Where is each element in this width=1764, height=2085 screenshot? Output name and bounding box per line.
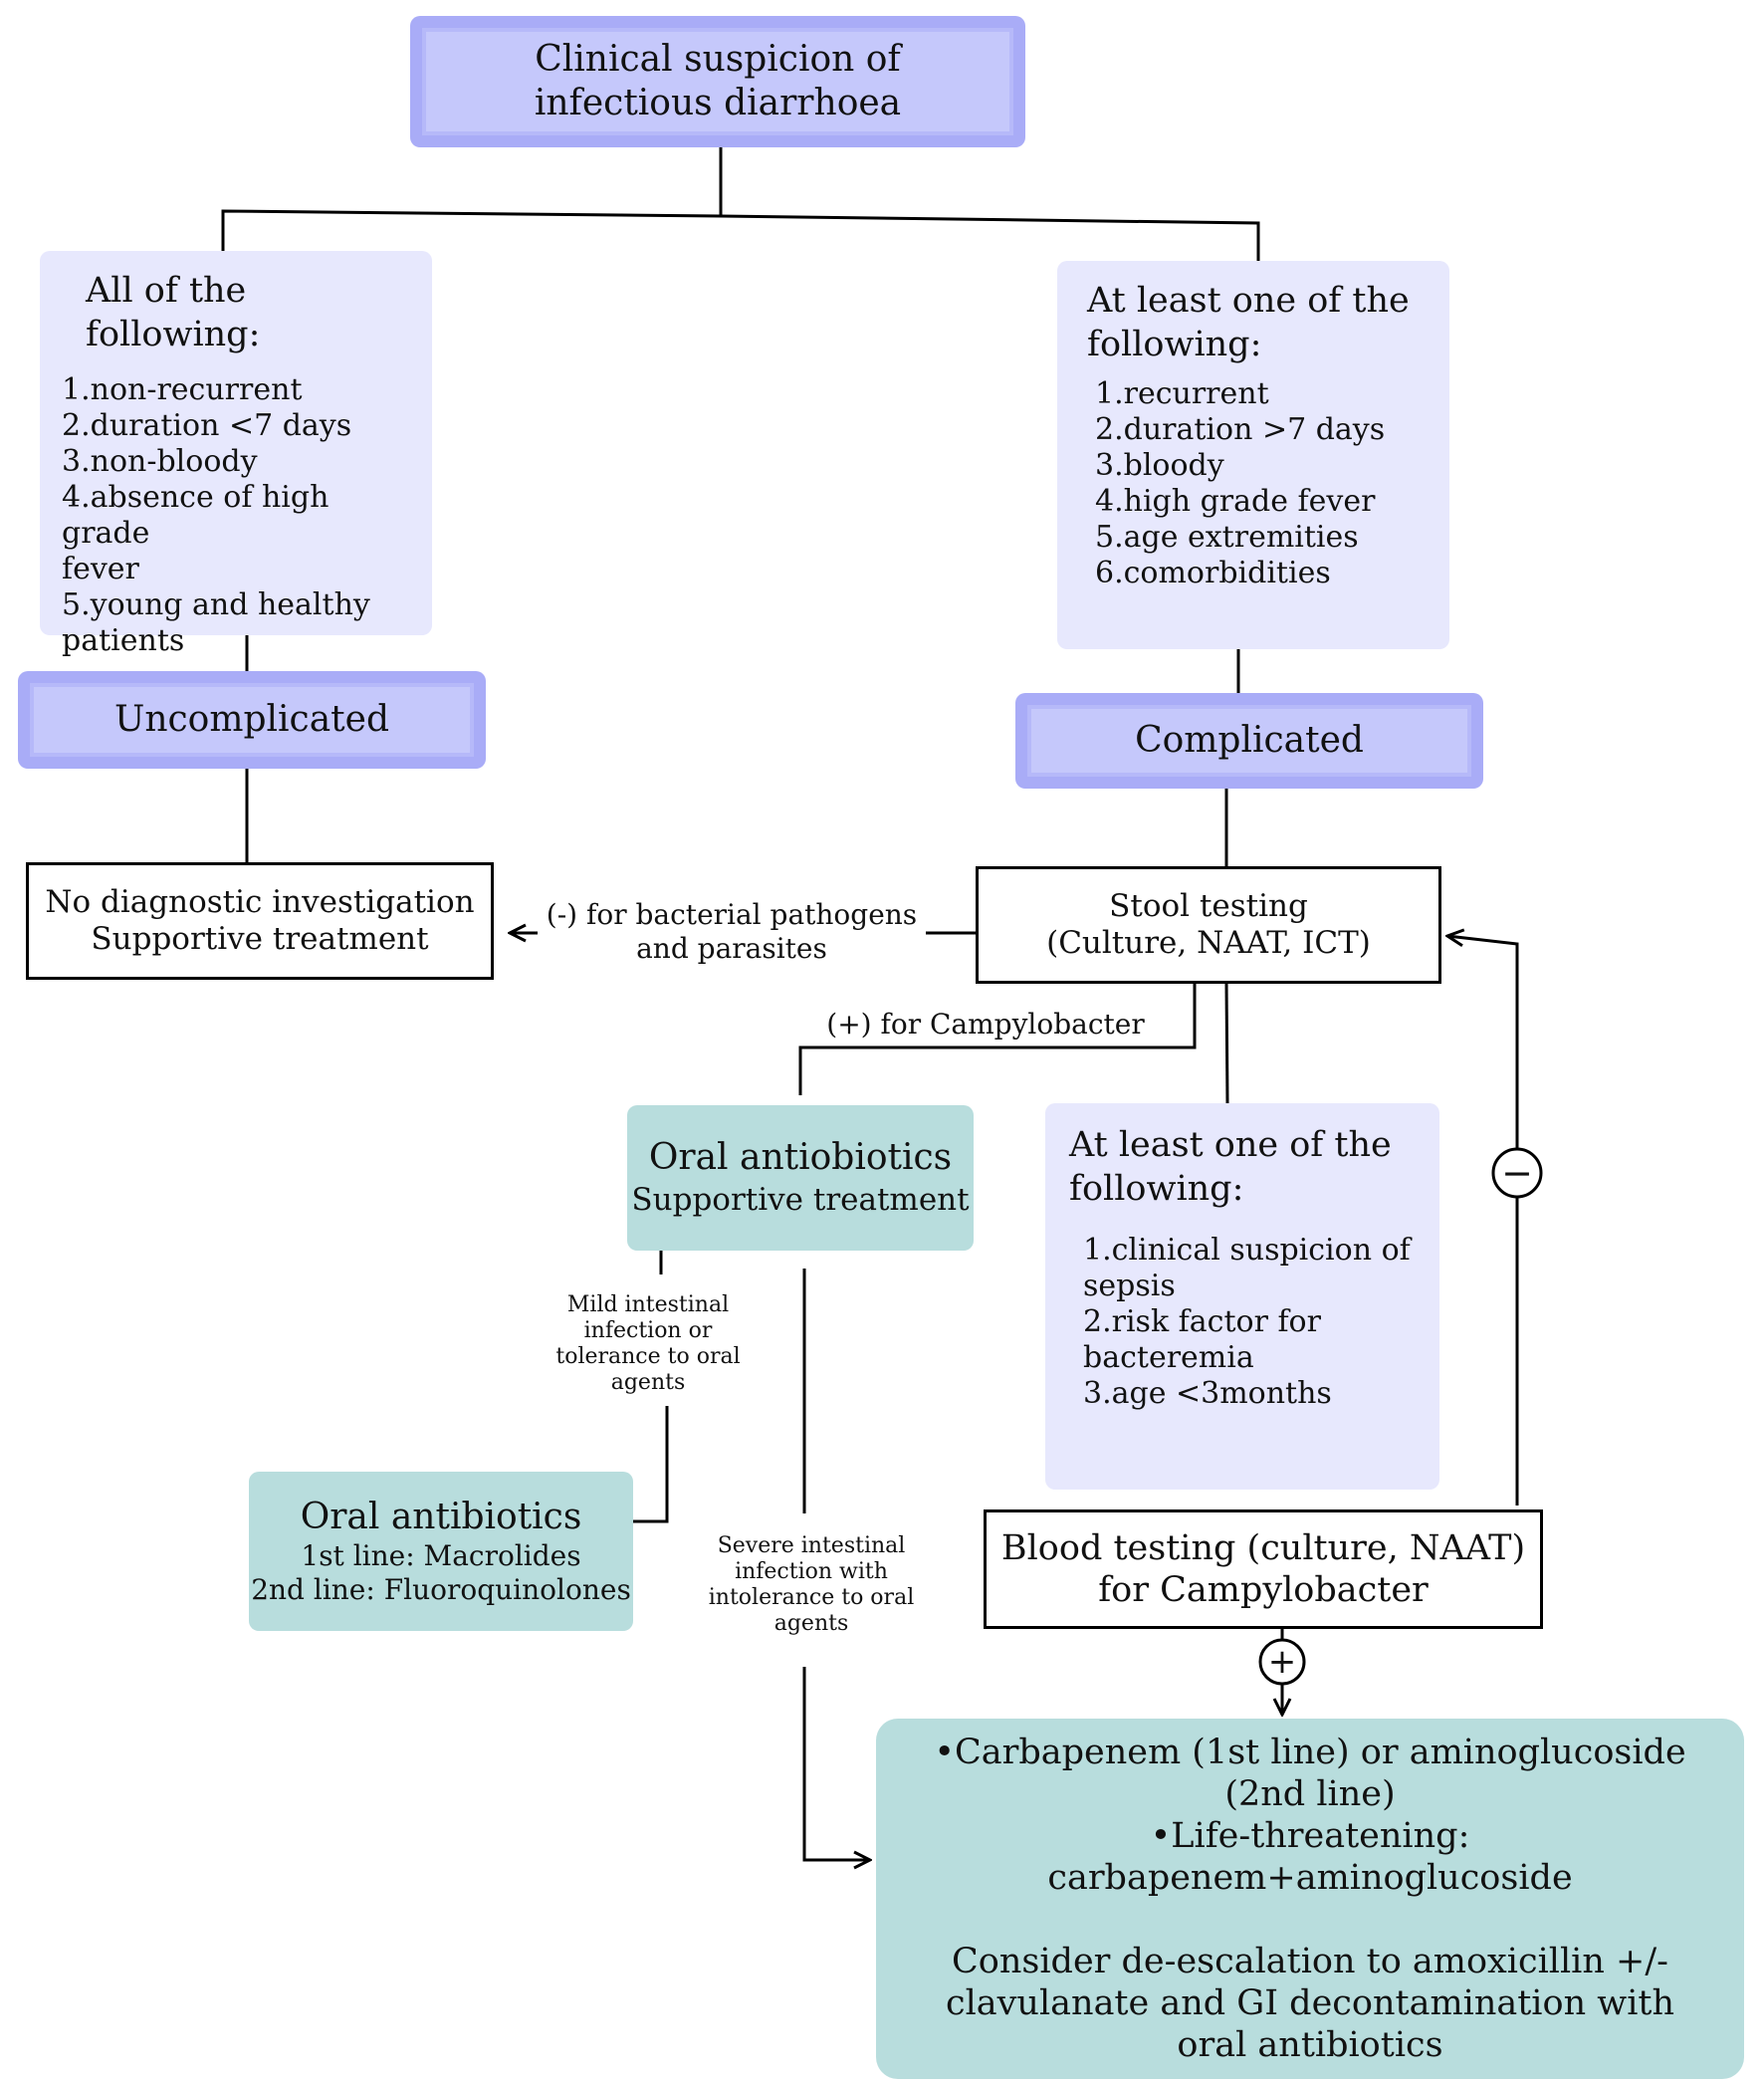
list-item: 3.bloody	[1095, 448, 1224, 483]
bacteremia-criteria-title-2: following:	[1069, 1169, 1244, 1209]
edge-label-negative-line-2: and parasites	[636, 932, 827, 965]
list-item: 4.absence of high grade	[62, 480, 330, 551]
negative-circle	[1491, 1147, 1543, 1199]
oral-supportive-line-1: Oral antiobiotics	[648, 1137, 953, 1178]
start-node: Clinical suspicion of infectious diarrho…	[410, 16, 1025, 147]
no-investigation-line-1: No diagnostic investigation	[45, 884, 475, 920]
edge-label-severe-line: infection with	[735, 1559, 888, 1584]
oral-supportive-node: Oral antiobiotics Supportive treatment	[627, 1105, 974, 1251]
list-item: 6.comorbidities	[1095, 556, 1331, 590]
edge-split	[221, 209, 1260, 261]
edge-label-mild-line: agents	[610, 1370, 686, 1395]
edge-label-mild: Mild intestinal infection or tolerance t…	[538, 1292, 759, 1396]
list-item: 2.duration <7 days	[62, 408, 352, 443]
list-item: bacteremia	[1083, 1340, 1254, 1375]
negative-symbol: −	[1493, 1149, 1541, 1197]
oral-supportive-line-2: Supportive treatment	[631, 1182, 970, 1218]
list-item: fever	[62, 552, 139, 586]
list-item: 5.age extremities	[1095, 520, 1359, 555]
iv-treatment-line: (2nd line)	[1224, 1774, 1396, 1814]
negative-symbol-text: −	[1501, 1151, 1533, 1195]
edge-stool-to-bacteremia	[1224, 983, 1229, 1104]
stool-testing-node: Stool testing (Culture, NAAT, ICT)	[976, 866, 1441, 984]
edge-blood-negative-loop	[1447, 936, 1519, 1506]
edge-label-mild-line: tolerance to oral	[555, 1344, 741, 1369]
no-investigation-line-2: Supportive treatment	[91, 921, 429, 957]
iv-treatment-line: •Carbapenem (1st line) or aminoglucoside	[934, 1733, 1686, 1772]
uncomplicated-criteria-title: All of the following:	[86, 271, 261, 354]
oral-antibiotics-line-2: 2nd line: Fluoroquinolones	[251, 1573, 631, 1606]
edge-mild-to-oral-antibiotics	[633, 1406, 669, 1523]
list-item: 3.non-bloody	[62, 444, 258, 479]
edge-label-mild-line: Mild intestinal	[566, 1292, 730, 1317]
complicated-criteria-title-2: following:	[1087, 325, 1262, 364]
complicated-label: Complicated	[1135, 720, 1364, 761]
list-item: 1.clinical suspicion of	[1083, 1233, 1411, 1268]
complicated-criteria: At least one of the following: 1.recurre…	[1057, 261, 1449, 649]
list-item: 5.young and healthy	[62, 587, 370, 622]
iv-treatment-line: •Life-threatening:	[1150, 1816, 1470, 1856]
edge-label-campylobacter-text: (+) for Campylobacter	[826, 1008, 1145, 1041]
uncomplicated-criteria: All of the following: 1.non-recurrent 2.…	[40, 251, 432, 658]
uncomplicated-label: Uncomplicated	[113, 699, 389, 740]
edge-stool-campylobacter	[798, 984, 1197, 1095]
list-item: patients	[62, 623, 185, 658]
oral-antibiotics-node: Oral antibiotics 1st line: Macrolides 2n…	[249, 1472, 633, 1631]
list-item: 1.non-recurrent	[62, 372, 303, 407]
iv-treatment-line: Consider de-escalation to amoxicillin +/…	[952, 1942, 1668, 1981]
edge-label-negative-line-1: (-) for bacterial pathogens	[546, 898, 918, 931]
edge-label-severe-line: intolerance to oral	[708, 1585, 915, 1610]
iv-treatment-node: •Carbapenem (1st line) or aminoglucoside…	[876, 1719, 1744, 2079]
complicated-node: Complicated	[1015, 693, 1483, 789]
iv-treatment-line: clavulanate and GI decontamination with	[945, 1983, 1674, 2023]
positive-symbol: +	[1260, 1640, 1304, 1684]
edge-label-campylobacter: (+) for Campylobacter	[816, 1008, 1155, 1042]
blood-testing-line-1: Blood testing (culture, NAAT)	[1000, 1528, 1526, 1568]
blood-testing-node: Blood testing (culture, NAAT) for Campyl…	[984, 1509, 1543, 1629]
edge-label-severe-line: agents	[773, 1611, 849, 1636]
bacteremia-criteria: At least one of the following: 1.clinica…	[1045, 1103, 1439, 1490]
edge-label-mild-line: infection or	[583, 1318, 713, 1343]
list-item: 3.age <3months	[1083, 1376, 1332, 1411]
edge-label-severe: Severe intestinal infection with intoler…	[697, 1533, 926, 1637]
edge-label-negative-stool: (-) for bacterial pathogens and parasite…	[538, 898, 926, 966]
oral-antibiotics-title: Oral antibiotics	[300, 1497, 582, 1537]
blood-testing-line-2: for Campylobacter	[1098, 1570, 1429, 1610]
list-item: 2.duration >7 days	[1095, 412, 1386, 447]
iv-treatment-line: oral antibiotics	[1177, 2025, 1443, 2065]
positive-symbol-text: +	[1267, 1642, 1297, 1682]
list-item: 2.risk factor for	[1083, 1304, 1321, 1339]
complicated-criteria-title-1: At least one of the	[1087, 281, 1410, 321]
list-item: 4.high grade fever	[1095, 484, 1376, 519]
no-investigation-node: No diagnostic investigation Supportive t…	[26, 862, 494, 980]
oral-antibiotics-line-1: 1st line: Macrolides	[301, 1539, 581, 1572]
uncomplicated-node: Uncomplicated	[18, 671, 486, 769]
start-line-1: Clinical suspicion of	[535, 39, 901, 80]
edge-label-severe-line: Severe intestinal	[717, 1533, 906, 1558]
bacteremia-criteria-title-1: At least one of the	[1069, 1125, 1392, 1165]
stool-testing-line-2: (Culture, NAAT, ICT)	[1046, 925, 1371, 961]
list-item: 1.recurrent	[1095, 376, 1269, 411]
list-item: sepsis	[1083, 1269, 1176, 1303]
positive-circle	[1258, 1638, 1306, 1686]
edge-severe-to-iv	[802, 1667, 870, 1860]
start-line-2: infectious diarrhoea	[534, 83, 902, 123]
stool-testing-line-1: Stool testing	[1109, 888, 1308, 924]
iv-treatment-line: carbapenem+aminoglucoside	[1047, 1858, 1573, 1898]
